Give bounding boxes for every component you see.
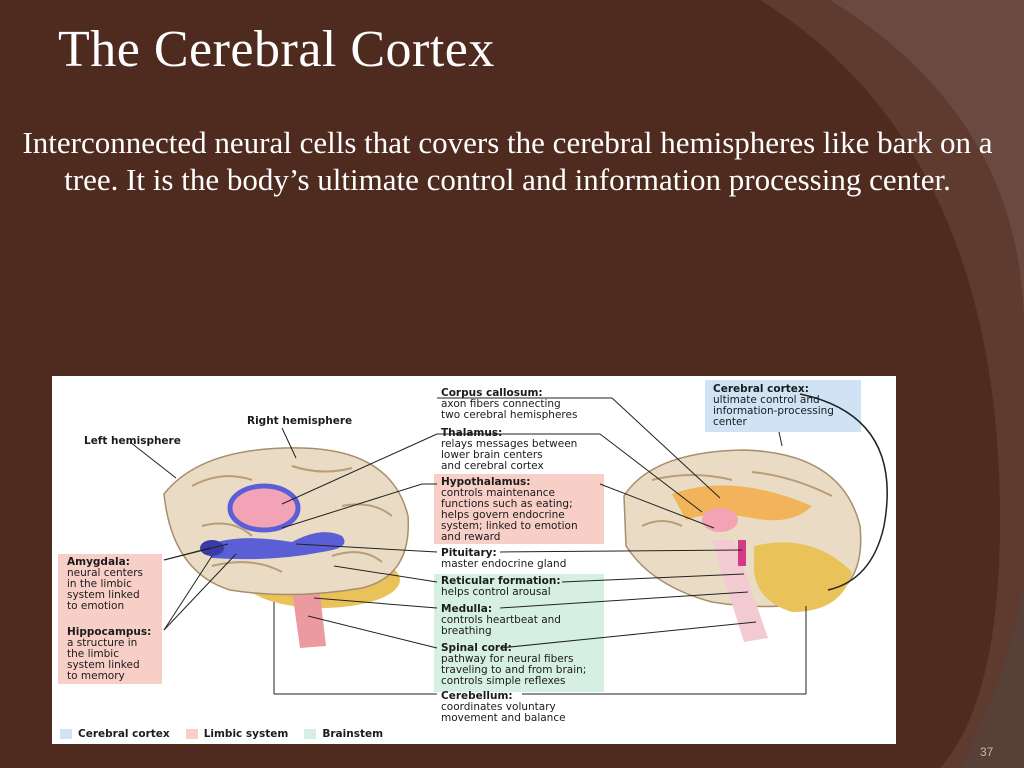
page-number: 37 — [980, 745, 994, 759]
legend-swatch — [60, 729, 72, 739]
spinal-cord-label: Spinal cord: pathway for neural fibers t… — [441, 642, 587, 687]
legend-item-limbic-system: Limbic system — [185, 728, 289, 740]
figure-legend: Cerebral cortex Limbic system Brainstem — [60, 728, 383, 740]
right-hemisphere-label: Right hemisphere — [247, 415, 353, 427]
cerebral-cortex-label: Cerebral cortex: ultimate control and in… — [713, 383, 834, 428]
legend-label: Limbic system — [203, 728, 289, 740]
medulla-label: Medulla: controls heartbeat and breathin… — [441, 603, 561, 637]
legend-swatch — [185, 729, 198, 739]
brain-illustration — [58, 380, 888, 695]
slide-body-text: Interconnected neural cells that covers … — [22, 125, 993, 197]
pituitary-label: Pituitary: master endocrine gland — [441, 547, 567, 570]
thalamus-label: Thalamus: relays messages between lower … — [441, 427, 578, 472]
corpus-callosum-label: Corpus callosum: axon fibers connecting … — [441, 387, 578, 421]
hypothalamus-label: Hypothalamus: controls maintenance funct… — [441, 476, 578, 543]
legend-item-brainstem: Brainstem — [304, 728, 383, 740]
legend-swatch — [304, 729, 317, 739]
legend-label: Cerebral cortex — [78, 728, 170, 740]
legend-label: Brainstem — [322, 728, 384, 740]
left-hemisphere-label: Left hemisphere — [84, 435, 181, 447]
slide-title: The Cerebral Cortex — [58, 21, 495, 78]
hippocampus-label: Hippocampus: a structure in the limbic s… — [67, 626, 152, 682]
legend-item-cerebral-cortex: Cerebral cortex — [60, 728, 170, 740]
reticular-formation-label: Reticular formation: helps control arous… — [441, 575, 561, 598]
cerebellum-label: Cerebellum: coordinates voluntary moveme… — [441, 690, 566, 724]
brain-diagram: Left hemisphere Right hemisphere Corpus … — [52, 376, 896, 744]
amygdala-label: Amygdala: neural centers in the limbic s… — [67, 556, 144, 612]
